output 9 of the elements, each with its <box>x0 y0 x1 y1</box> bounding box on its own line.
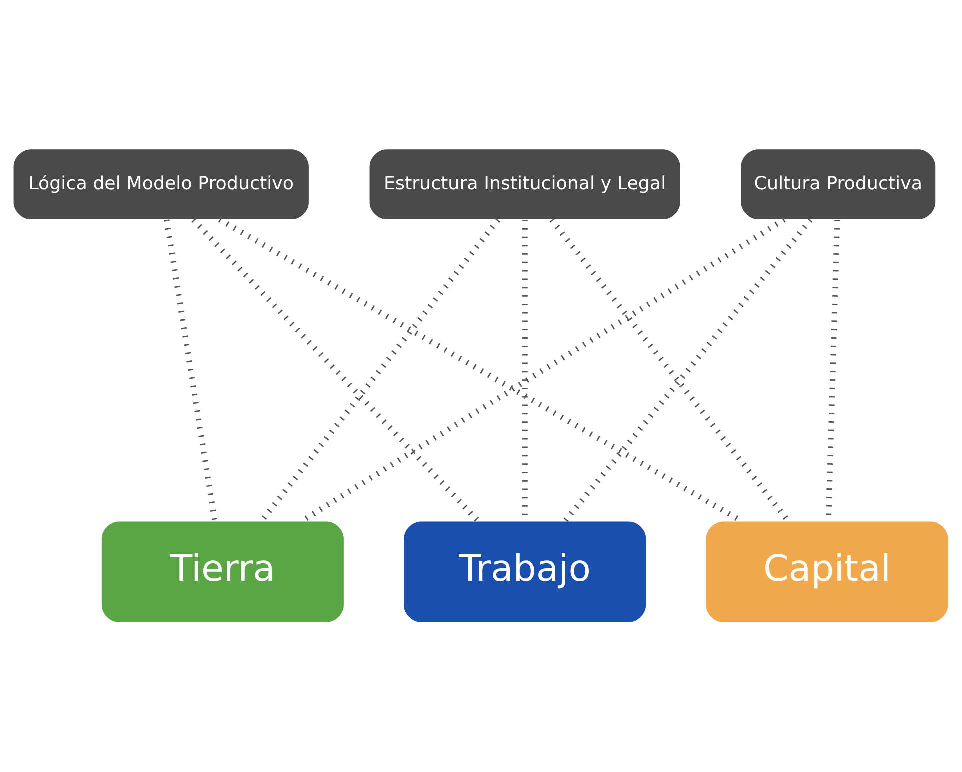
connector <box>192 218 480 523</box>
connector <box>260 218 500 523</box>
node-box: Lógica del Modelo Productivo <box>14 150 309 220</box>
node-box: Estructura Institucional y Legal <box>370 150 680 220</box>
connector <box>164 220 218 522</box>
node-box: Capital <box>706 522 948 622</box>
node-box: Trabajo <box>404 522 646 622</box>
node-box: Cultura Productiva <box>741 150 936 220</box>
node-box: Tierra <box>102 522 344 622</box>
